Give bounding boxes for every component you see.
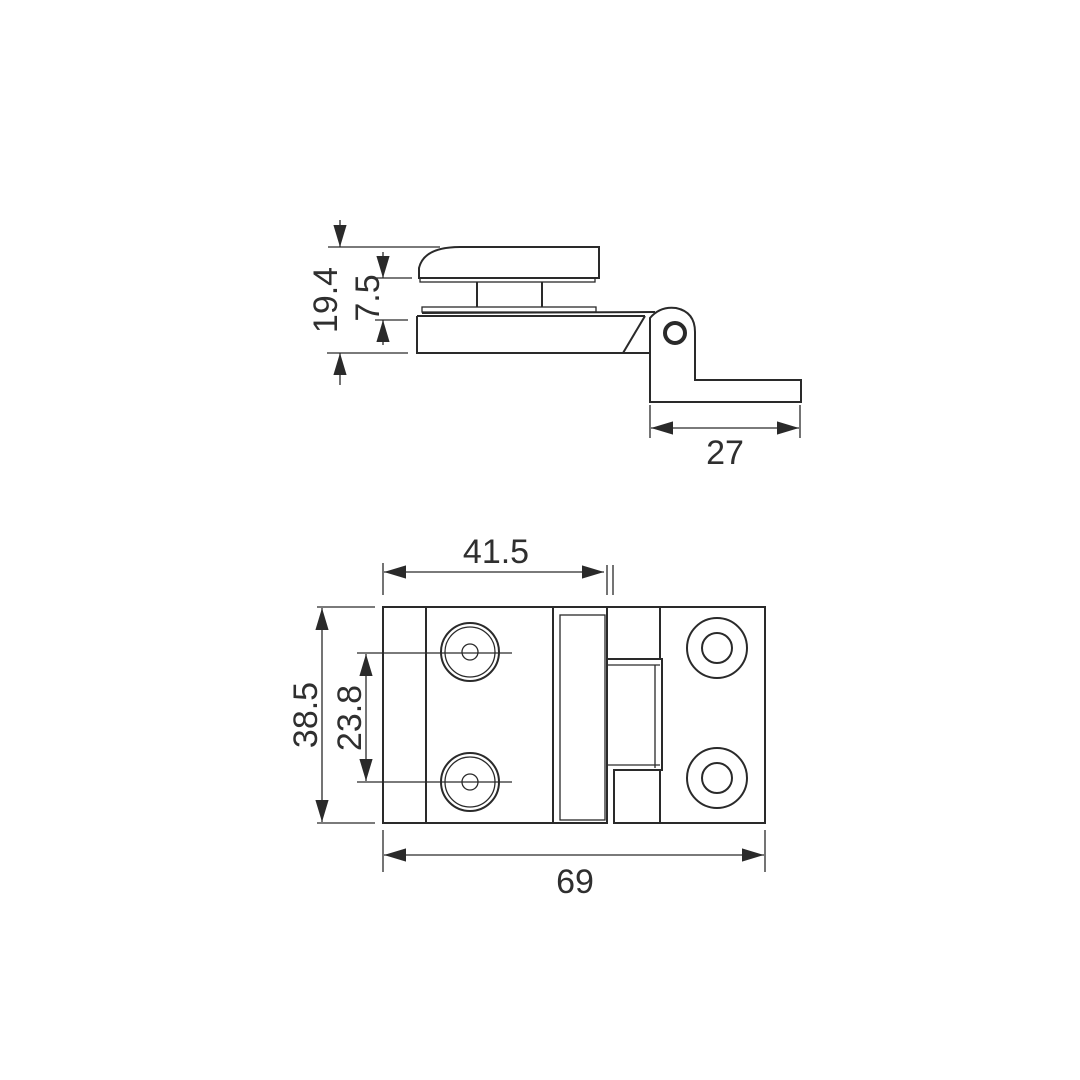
dim-overall-width: 69 — [556, 863, 594, 901]
screw-hole-icon — [440, 622, 500, 682]
dim-overall-height: 19.4 — [307, 267, 345, 333]
hinge-knuckle-leaf — [649, 306, 802, 403]
glass-clamp-plate — [382, 606, 553, 824]
base-gasket — [421, 306, 597, 313]
glass-clamp-cap — [418, 246, 600, 279]
pivot-pin — [663, 321, 687, 345]
dim-height: 38.5 — [287, 682, 325, 748]
dim-hole-spacing: 23.8 — [331, 685, 369, 751]
cap-gasket — [419, 277, 596, 283]
hinge-center-block — [552, 606, 608, 824]
dim-offset-width: 41.5 — [463, 533, 529, 571]
hinge-leaf — [607, 606, 766, 824]
mounting-hole-icon — [686, 747, 748, 809]
dim-gap: 7.5 — [349, 274, 387, 321]
front-view: 41.5 38.5 23.8 69 — [287, 533, 766, 901]
hinge-body — [416, 311, 656, 354]
mounting-hole-icon — [686, 617, 748, 679]
dim-leaf-width: 27 — [706, 434, 744, 472]
side-view: 19.4 7.5 27 — [307, 220, 802, 472]
